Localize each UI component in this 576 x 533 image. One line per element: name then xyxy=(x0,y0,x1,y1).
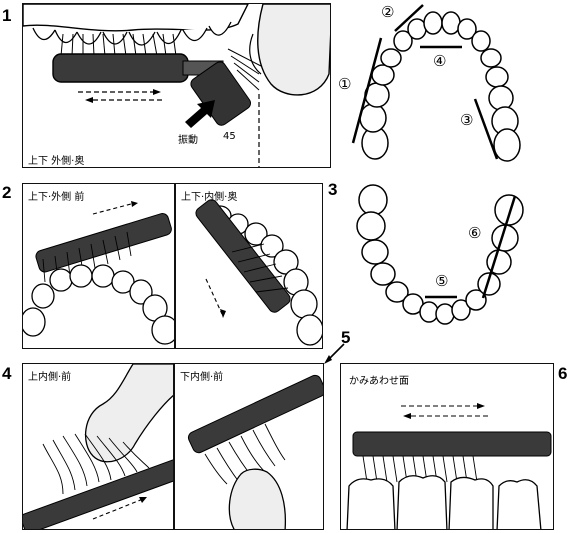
panel-4a-illustration xyxy=(23,364,174,530)
arch-marker-2: ② xyxy=(381,3,394,21)
panel-4b-illustration xyxy=(175,364,324,530)
angle-value: 45 xyxy=(223,131,236,142)
arch-marker-6: ⑥ xyxy=(468,224,481,242)
step-number-3: 3 xyxy=(328,180,337,200)
arch-marker-3: ③ xyxy=(460,111,473,129)
upper-dental-arch-diagram xyxy=(335,3,535,173)
arch-marker-5: ⑤ xyxy=(435,272,448,290)
panel-2a-outer-front: 上下·外側 前 xyxy=(22,183,175,349)
step-number-4: 4 xyxy=(2,364,11,384)
panel-4b-caption: 下内側·前 xyxy=(180,368,223,383)
panel-2a-illustration xyxy=(23,184,175,349)
lower-dental-arch-diagram xyxy=(345,182,535,332)
arch-marker-1: ① xyxy=(338,75,351,93)
panel-4a-upper-inner-front: 上内側·前 xyxy=(22,363,174,530)
panel-2b-caption: 上下·内側·奥 xyxy=(181,188,237,203)
panel-2b-illustration xyxy=(176,184,323,349)
step-number-1: 1 xyxy=(2,6,11,26)
step-number-6: 6 xyxy=(558,364,567,384)
panel-1-illustration xyxy=(23,4,331,168)
panel-2a-caption: 上下·外側 前 xyxy=(28,188,84,203)
vibration-label: 振動 xyxy=(178,131,198,146)
arch-marker-4: ④ xyxy=(433,52,446,70)
panel-6-chewing-surface: かみあわせ面 xyxy=(340,363,554,530)
panel-1-outer-back: 振動 45 上下 外側·奥 xyxy=(22,3,331,168)
panel-1-caption: 上下 外側·奥 xyxy=(28,152,84,167)
panel-4b-lower-inner-front: 下内側·前 xyxy=(174,363,324,530)
panel-2b-inner-back: 上下·内側·奥 xyxy=(175,183,323,349)
panel-4a-caption: 上内側·前 xyxy=(28,368,71,383)
panel-6-caption: かみあわせ面 xyxy=(349,372,409,387)
step-number-2: 2 xyxy=(2,183,11,203)
panel-6-illustration xyxy=(341,364,554,530)
